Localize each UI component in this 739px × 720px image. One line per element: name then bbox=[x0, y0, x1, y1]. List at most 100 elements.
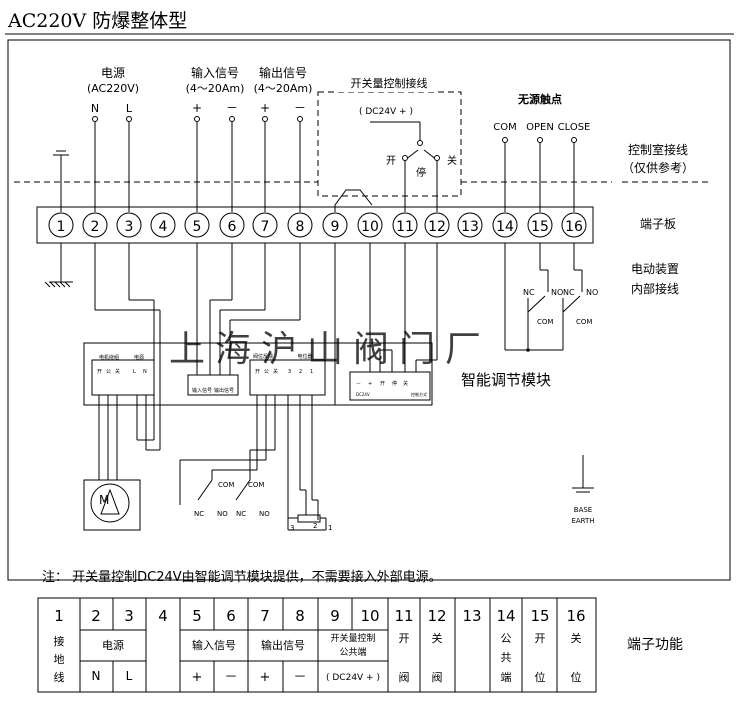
stop-label: 停 bbox=[416, 166, 426, 179]
terminal-16 bbox=[561, 212, 587, 238]
device-wiring-label-1: 电动装置 bbox=[631, 262, 679, 276]
terminal-number: 10 bbox=[361, 219, 379, 235]
fn-switch-1: 开关量控制 bbox=[330, 632, 375, 644]
terminal-7 bbox=[252, 212, 278, 238]
pin-label: 关 bbox=[115, 368, 120, 375]
fn-number: 15 bbox=[530, 607, 549, 625]
device-nc-2: NC bbox=[563, 288, 575, 297]
module-label: 智能调节模块 bbox=[461, 371, 551, 389]
device-com-1: COM bbox=[537, 318, 553, 326]
fn-table-label: 端子功能 bbox=[627, 637, 683, 653]
fn-t11-2: 阀 bbox=[399, 670, 410, 684]
input-range-label: (4～20Am) bbox=[186, 82, 245, 95]
outer-frame bbox=[7, 39, 731, 581]
fn-t16-1: 关 bbox=[571, 631, 582, 645]
L-label: L bbox=[126, 102, 133, 115]
terminal-4 bbox=[150, 212, 176, 238]
fn-t15-1: 开 bbox=[535, 632, 546, 645]
pin-label: 公 bbox=[264, 369, 269, 375]
motor-label: 电机绕组 bbox=[99, 354, 119, 361]
terminal-13 bbox=[457, 212, 483, 238]
terminal-number: 13 bbox=[461, 219, 479, 235]
terminal-3 bbox=[116, 212, 142, 238]
io-block bbox=[187, 374, 239, 396]
terminal-15 bbox=[527, 212, 553, 238]
fn-output: 输出信号 bbox=[261, 638, 305, 652]
module-box bbox=[83, 342, 433, 406]
terminal-1 bbox=[48, 212, 74, 238]
terminal-number: 5 bbox=[193, 219, 202, 235]
fn-in-plus: + bbox=[192, 670, 203, 685]
fn-number: 7 bbox=[260, 607, 270, 625]
fn-number: 2 bbox=[91, 607, 101, 625]
function-table bbox=[37, 597, 597, 693]
fn-number: 10 bbox=[360, 607, 379, 625]
fb-com-1: COM bbox=[218, 481, 234, 489]
motor-block bbox=[91, 359, 155, 396]
fn-number: 4 bbox=[158, 607, 168, 625]
earth-label: EARTH bbox=[571, 517, 594, 525]
fn-number: 12 bbox=[427, 607, 446, 625]
input-minus-label: － bbox=[226, 101, 238, 115]
com-label: COM bbox=[493, 122, 516, 133]
pot-pin-1: 1 bbox=[328, 524, 332, 532]
terminal-14 bbox=[492, 212, 518, 238]
pin-label: + bbox=[368, 381, 372, 387]
fn-out-plus: + bbox=[260, 670, 271, 685]
input-plus-label: + bbox=[192, 101, 202, 115]
fn-in-minus: － bbox=[224, 670, 237, 685]
pin-label: 开 bbox=[255, 369, 260, 375]
dry-contact-label: 无源触点 bbox=[517, 92, 562, 106]
note-text: 注： 开关量控制DC24V由智能调节模块提供，不需要接入外部电源。 bbox=[42, 569, 442, 585]
potentiometer bbox=[288, 514, 327, 531]
terminal-board-label: 端子板 bbox=[640, 217, 676, 231]
fb-com-2: COM bbox=[248, 481, 264, 489]
module-wires bbox=[94, 243, 438, 530]
device-no-1: NO bbox=[551, 288, 563, 297]
terminal-number: 6 bbox=[228, 219, 237, 235]
output-range-label: (4～20Am) bbox=[254, 82, 313, 95]
close-label: 关 bbox=[447, 154, 457, 167]
fn-number: 5 bbox=[192, 607, 202, 625]
terminal-5 bbox=[184, 212, 210, 238]
pin-label: 2 bbox=[299, 369, 302, 375]
fn-input: 输入信号 bbox=[192, 638, 236, 652]
fn-switch-2: 公共端 bbox=[339, 646, 366, 658]
terminal-12 bbox=[424, 212, 450, 238]
in-signal-small: 输入信号 bbox=[192, 387, 212, 394]
watermark: 上海沪山阀门厂 bbox=[169, 329, 491, 370]
terminal-number: 8 bbox=[296, 219, 305, 235]
terminal-board bbox=[36, 206, 594, 244]
top-wires bbox=[94, 121, 575, 212]
pot-pin-3: 3 bbox=[290, 524, 294, 532]
terminal-number: 16 bbox=[565, 219, 583, 235]
device-nc-1: NC bbox=[523, 288, 535, 297]
terminal-6 bbox=[219, 212, 245, 238]
terminal-number: 9 bbox=[331, 219, 340, 235]
fn-L: L bbox=[126, 669, 133, 683]
feedback-switches bbox=[179, 449, 275, 505]
terminal-number: 14 bbox=[496, 219, 514, 235]
pin-label: 关 bbox=[403, 380, 408, 387]
ground-symbol-top bbox=[44, 150, 73, 288]
control-room-label: 控制室接线 bbox=[628, 142, 688, 157]
switch-block bbox=[349, 371, 431, 401]
pot-pin-2: 2 bbox=[313, 522, 317, 530]
device-switches bbox=[504, 243, 583, 351]
fn-number: 11 bbox=[394, 607, 413, 625]
switch-control-label: 开关量控制接线 bbox=[351, 76, 428, 90]
module-power-label: 电源 bbox=[134, 354, 144, 361]
terminal-2 bbox=[82, 212, 108, 238]
fb-nc-1: NC bbox=[194, 510, 204, 518]
pin-label: L bbox=[133, 369, 136, 375]
dc24v-small: DC24V bbox=[356, 392, 370, 397]
fn-t1-1: 接 bbox=[54, 635, 65, 648]
fn-t14-2: 共 bbox=[501, 651, 512, 664]
fb-no-1: NO bbox=[217, 510, 228, 518]
base-label: BASE bbox=[574, 506, 592, 514]
fn-t12-1: 关 bbox=[432, 631, 443, 645]
fn-number: 14 bbox=[496, 607, 515, 625]
pin-label: 关 bbox=[273, 368, 278, 375]
fn-out-minus: － bbox=[293, 670, 306, 685]
base-earth-symbol bbox=[572, 455, 594, 493]
